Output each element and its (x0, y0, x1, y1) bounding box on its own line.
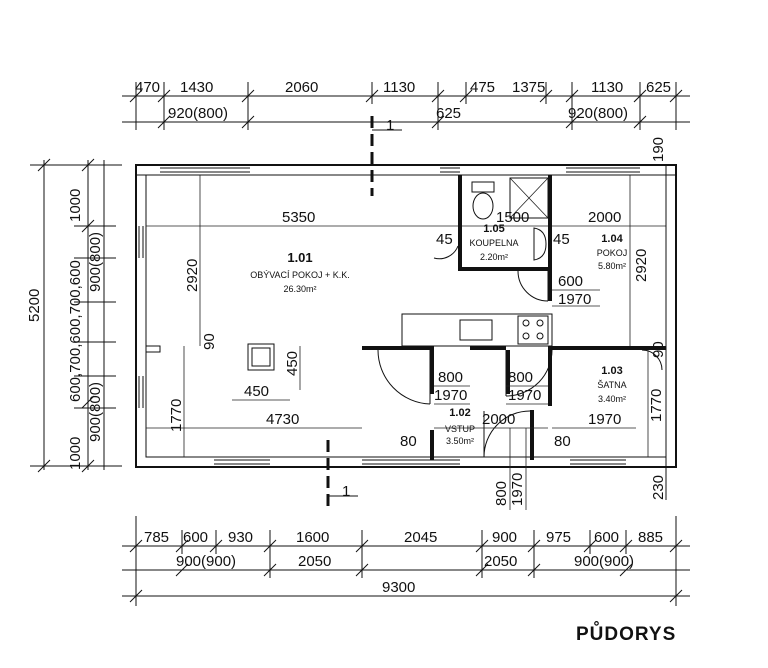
door-swings (377, 245, 663, 458)
right-dimension-labels: 190 90 230 (650, 137, 667, 500)
bottom-dimension-chain: 785 600 930 1600 2045 900 975 600 885 90… (122, 516, 690, 606)
dim-90-left: 90 (201, 333, 218, 350)
left-dimension-chain: 5200 1000 600,700,600,700,600 1000 900(8… (26, 158, 122, 473)
room-1-05: 1.05 KOUPELNA 2.20m² (469, 223, 518, 262)
top-dim-1130a: 1130 (383, 79, 415, 96)
bottom-dim-975: 975 (546, 529, 571, 546)
dim-80-left: 80 (400, 433, 417, 450)
room-number: 1.04 (601, 233, 623, 245)
room-name: KOUPELNA (469, 238, 518, 248)
room-1-02: 1.02 VSTUP 3.50m² (445, 407, 475, 446)
room-number: 1.01 (287, 250, 312, 265)
dim-2920-left: 2920 (184, 259, 201, 292)
dim-1500: 1500 (496, 209, 529, 226)
dim-1970-left: 1970 (434, 387, 467, 404)
room-area: 5.80m² (598, 261, 626, 271)
dim-45a: 45 (436, 231, 453, 248)
dim-80-right: 80 (554, 433, 571, 450)
room-1-01: 1.01 OBÝVACÍ POKOJ + K.K. 26.30m² (250, 250, 350, 294)
room-1-03: 1.03 ŠATNA 3.40m² (597, 365, 626, 404)
interior-walls (145, 175, 666, 460)
top-dimension-chain: 470 1430 2060 1130 475 1375 1130 625 920… (122, 79, 690, 130)
dim-450-stove-h: 450 (284, 351, 301, 376)
section-mark-bottom: 1 (326, 440, 358, 512)
left-dim-window-top: 900(800) (87, 232, 104, 292)
bottom-dim-600b: 600 (594, 529, 619, 546)
right-dim-90: 90 (650, 341, 667, 358)
bottom-dim-930: 930 (228, 529, 253, 546)
dim-45b: 45 (553, 231, 570, 248)
bathroom-fixtures (471, 177, 549, 261)
bottom-dim-2050b: 2050 (484, 553, 517, 570)
top-dim-475: 475 (470, 79, 495, 96)
dim-450-stove-w: 450 (244, 383, 269, 400)
room-area: 3.40m² (598, 394, 626, 404)
right-dim-230: 230 (650, 475, 667, 500)
room-area: 2.20m² (480, 252, 508, 262)
dim-600: 600 (558, 273, 583, 290)
bottom-dim-9300: 9300 (382, 579, 415, 596)
top-dim-2060: 2060 (285, 79, 318, 96)
bottom-dim-window-left: 900(900) (176, 553, 236, 570)
section-mark-top: 1 (370, 116, 402, 196)
dim-1770-right: 1770 (648, 389, 665, 422)
bottom-dim-900: 900 (492, 529, 517, 546)
room-name: VSTUP (445, 424, 475, 434)
left-dim-segments: 600,700,600,700,600 (67, 260, 84, 402)
dim-1970-room: 1970 (558, 291, 591, 308)
room-name: POKOJ (597, 248, 628, 258)
right-dim-190: 190 (650, 137, 667, 162)
dim-800-right: 800 (508, 369, 533, 386)
room-name: ŠATNA (597, 380, 626, 390)
room-number: 1.02 (449, 407, 470, 419)
top-dim-625b: 625 (436, 105, 461, 122)
room-area: 3.50m² (446, 436, 474, 446)
top-dim-470: 470 (135, 79, 160, 96)
room-number: 1.05 (483, 223, 504, 235)
top-dim-1375: 1375 (512, 79, 545, 96)
dim-800-entry: 800 (493, 481, 510, 506)
top-dim-1130b: 1130 (591, 79, 623, 96)
top-dim-625a: 625 (646, 79, 671, 96)
bottom-dim-1600: 1600 (296, 529, 329, 546)
top-dim-1430: 1430 (180, 79, 213, 96)
left-dim-1000-bottom: 1000 (67, 437, 84, 470)
dim-2000-room: 2000 (588, 209, 621, 226)
bottom-dim-600a: 600 (183, 529, 208, 546)
left-dim-5200: 5200 (26, 289, 43, 322)
room-number: 1.03 (601, 365, 622, 377)
top-dim-window-right: 920(800) (568, 105, 628, 122)
bottom-dim-885: 885 (638, 529, 663, 546)
dim-1970-satna: 1970 (588, 411, 621, 428)
dim-800-left: 800 (438, 369, 463, 386)
section-label-bottom: 1 (342, 483, 350, 500)
dim-4730: 4730 (266, 411, 299, 428)
dim-1970-entry: 1970 (509, 473, 526, 506)
left-dim-window-bottom: 900(800) (87, 382, 104, 442)
bottom-dim-window-right: 900(900) (574, 553, 634, 570)
bottom-dim-2050a: 2050 (298, 553, 331, 570)
room-1-04: 1.04 POKOJ 5.80m² (597, 233, 628, 271)
drawing-title: PŮDORYS (576, 622, 676, 645)
top-dim-window-left: 920(800) (168, 105, 228, 122)
dim-2920-right: 2920 (633, 249, 650, 282)
room-area: 26.30m² (283, 284, 316, 294)
section-label-top: 1 (386, 117, 394, 134)
dim-1970-right: 1970 (508, 387, 541, 404)
left-dim-1000-top: 1000 (67, 189, 84, 222)
bottom-dim-785: 785 (144, 529, 169, 546)
dim-2000-hall: 2000 (482, 411, 515, 428)
bottom-dim-2045: 2045 (404, 529, 437, 546)
room-name: OBÝVACÍ POKOJ + K.K. (250, 270, 350, 280)
inner-dimension-lines (146, 175, 666, 510)
dim-5350: 5350 (282, 209, 315, 226)
dim-1770-left: 1770 (168, 399, 185, 432)
